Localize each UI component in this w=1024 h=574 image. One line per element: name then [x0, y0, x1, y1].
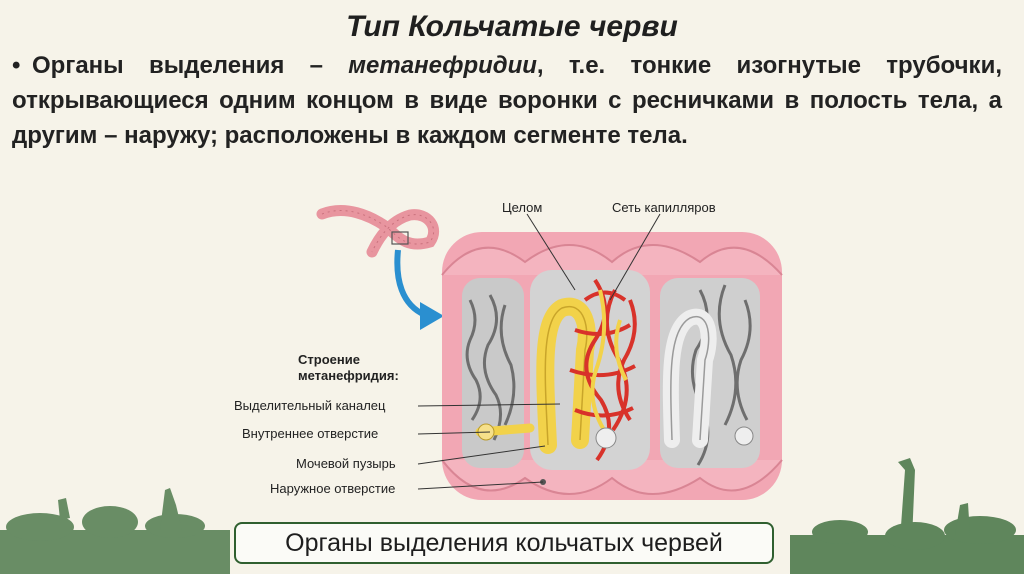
leader-lines: [417, 213, 661, 490]
structure-title-line2: метанефридия:: [298, 368, 399, 383]
structure-title-line1: Строение: [298, 352, 360, 367]
label-capillary-network: Сеть капилляров: [612, 200, 716, 215]
label-coelom: Целом: [502, 200, 543, 215]
slide-title: Тип Кольчатые черви: [346, 10, 678, 43]
text-part-1: Органы выделения –: [32, 52, 349, 79]
label-inner-opening: Внутреннее отверстие: [242, 426, 379, 441]
zoom-arrow-icon: [394, 249, 444, 330]
text-italic-term: метанефридии: [348, 52, 537, 79]
figure-caption: Органы выделения кольчатых червей: [234, 522, 774, 564]
metanephridia-diagram: [441, 232, 783, 500]
animal-silhouettes-left: [0, 488, 230, 574]
animal-silhouettes-right: [790, 458, 1024, 574]
label-outer-opening: Наружное отверстие: [270, 481, 396, 496]
slide-body-text: • Органы выделения – метанефридии, т.е. т…: [12, 48, 1002, 153]
label-excretory-tubule: Выделительный каналец: [234, 398, 386, 413]
label-urinary-bladder: Мочевой пузырь: [296, 456, 396, 471]
earthworm-icon: [316, 205, 440, 258]
text-part-2: , т.е. тонкие изогнутые трубочки, открыв…: [12, 52, 1002, 149]
bullet-marker: •: [12, 52, 21, 79]
